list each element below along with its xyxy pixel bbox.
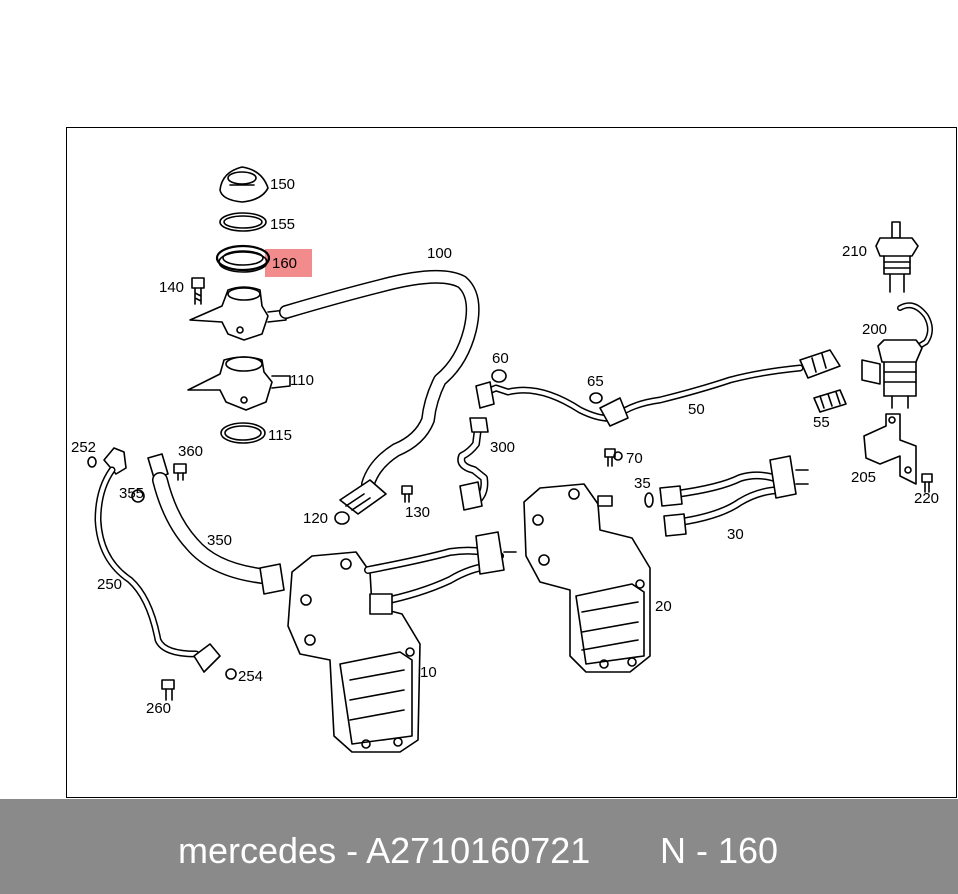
part-115-ring [220, 422, 266, 444]
label-355: 355 [119, 485, 144, 502]
label-20: 20 [655, 598, 672, 615]
part-210-sensor [875, 221, 919, 293]
part-140-bolt [191, 277, 205, 305]
label-120: 120 [303, 510, 328, 527]
footer-bar [0, 799, 958, 894]
label-140: 140 [159, 279, 184, 296]
part-260-bolt [161, 679, 175, 701]
line-250 [94, 447, 221, 673]
label-100: 100 [427, 245, 452, 262]
label-160: 160 [272, 255, 297, 272]
label-70: 70 [626, 450, 643, 467]
part-20-canister [523, 483, 651, 673]
part-110-neck [187, 356, 291, 411]
part-155-ring [219, 212, 267, 232]
label-260: 260 [146, 700, 171, 717]
part-360-bolt [173, 463, 187, 481]
label-10: 10 [420, 664, 437, 681]
label-65: 65 [587, 373, 604, 390]
label-200: 200 [862, 321, 887, 338]
label-254: 254 [238, 668, 263, 685]
label-55: 55 [813, 414, 830, 431]
label-35: 35 [634, 475, 651, 492]
label-210: 210 [842, 243, 867, 260]
highlight-160 [265, 249, 312, 277]
part-355-oring [131, 489, 145, 503]
label-205: 205 [851, 469, 876, 486]
part-120-oring [334, 511, 350, 525]
footer-part-number: mercedes - A2710160721 [178, 830, 591, 871]
part-55-connector [813, 389, 847, 413]
label-250: 250 [97, 576, 122, 593]
tube-30 [659, 455, 809, 537]
part-60-oring [491, 369, 507, 383]
part-10-canister [287, 531, 517, 753]
part-200-valve [861, 302, 933, 409]
part-205-bracket [863, 413, 917, 485]
label-115: 115 [268, 427, 292, 444]
line-50 [475, 364, 804, 427]
part-labels: 150 155 160 140 100 110 115 60 65 50 55 … [71, 176, 939, 717]
diagram-frame [66, 127, 957, 798]
part-300-pipe [457, 417, 489, 511]
part-220-bolt [921, 473, 933, 493]
label-252: 252 [71, 439, 96, 456]
part-35-oring [644, 492, 654, 508]
filler-neck-upper [189, 286, 287, 341]
label-220: 220 [914, 490, 939, 507]
label-60: 60 [492, 350, 509, 367]
part-130-bolt [401, 485, 413, 503]
label-130: 130 [405, 504, 430, 521]
label-350: 350 [207, 532, 232, 549]
part-70-bolt [604, 448, 623, 467]
label-30: 30 [727, 526, 744, 543]
part-65-oring [589, 392, 603, 404]
part-150-cap [219, 166, 269, 203]
hose-100-connector [339, 479, 387, 515]
label-360: 360 [178, 443, 203, 460]
part-160-seal [215, 244, 271, 273]
line-50-end-connector [799, 349, 841, 379]
hose-350 [147, 453, 285, 595]
label-50: 50 [688, 401, 705, 418]
label-110: 110 [290, 372, 314, 389]
footer-position: N - 160 [660, 830, 779, 871]
part-254-oring [225, 668, 237, 680]
label-300: 300 [490, 439, 515, 456]
part-252-oring [87, 456, 97, 468]
label-155: 155 [270, 216, 295, 233]
label-150: 150 [270, 176, 295, 193]
